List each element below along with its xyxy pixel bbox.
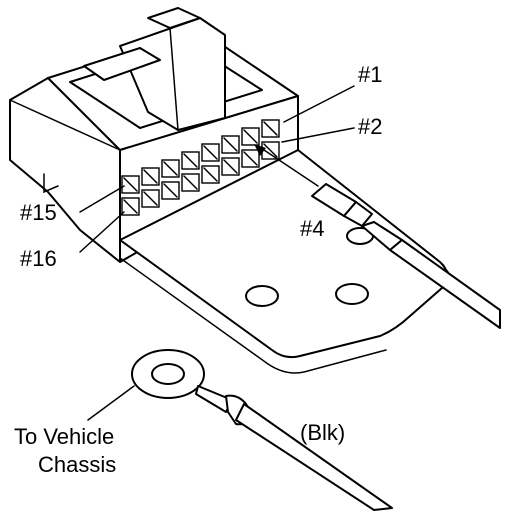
mounting-hole <box>336 284 368 304</box>
pin-1-label: #1 <box>358 62 382 87</box>
ground-label-line2: Chassis <box>38 452 116 477</box>
pin-15-label: #15 <box>20 200 57 225</box>
ground-label-line1: To Vehicle <box>14 424 114 449</box>
pin-16-label: #16 <box>20 246 57 271</box>
wire-color-label: (Blk) <box>300 420 345 445</box>
pin-4-label: #4 <box>300 216 324 241</box>
pin-2-label: #2 <box>358 114 382 139</box>
ring-terminal-icon <box>132 350 392 510</box>
mounting-hole <box>246 286 278 306</box>
